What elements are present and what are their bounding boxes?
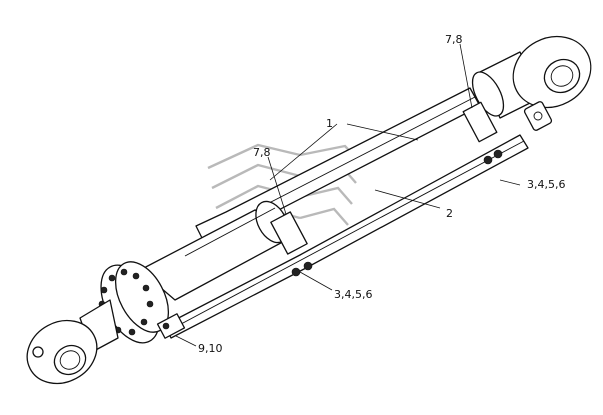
callout-2: 2	[446, 207, 453, 220]
pipe-clamp-rear	[462, 101, 503, 165]
callout-7-8-front: 7,8	[253, 146, 271, 159]
callout-3-4-5-6-front: 3,4,5,6	[334, 288, 372, 301]
hydraulic-pipe	[164, 134, 529, 339]
rod-eye-mount	[512, 35, 592, 131]
callout-3-4-5-6-rear: 3,4,5,6	[527, 178, 565, 191]
callout-1: 1	[326, 117, 333, 130]
pipe-clamp-front	[270, 211, 313, 277]
leader-lines	[175, 43, 521, 347]
bottom-eye-mount	[26, 319, 98, 385]
pipe-fitting	[156, 313, 186, 339]
callout-7-8-rear: 7,8	[445, 33, 463, 46]
callout-9-10: 9,10	[198, 342, 223, 355]
